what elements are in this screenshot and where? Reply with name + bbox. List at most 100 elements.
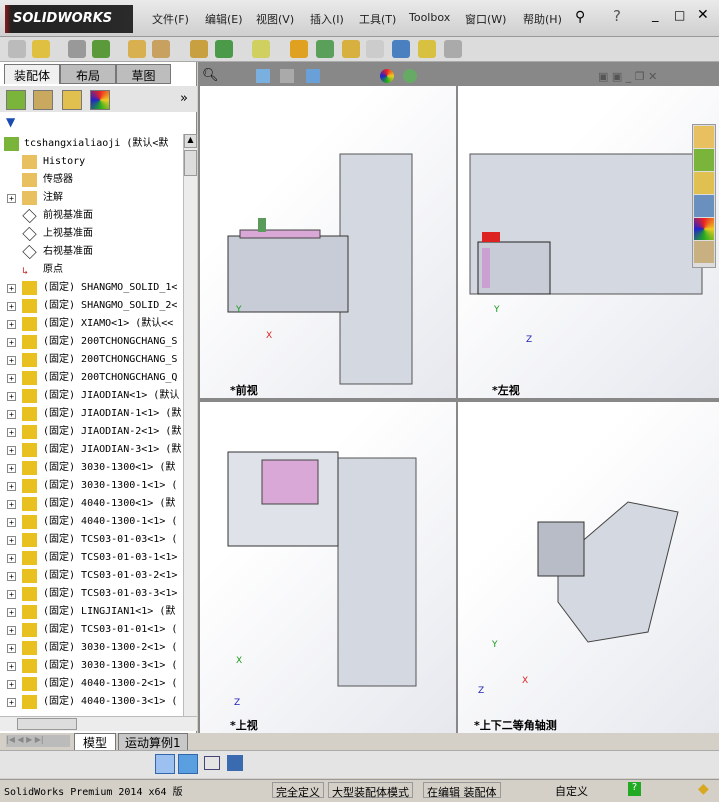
- viewport-front[interactable]: Y X *前视: [200, 86, 456, 398]
- tree-item-label: (固定) SHANGMO_SOLID_2<: [43, 300, 178, 311]
- expand-button[interactable]: +: [7, 608, 16, 617]
- tag-icon[interactable]: ◆: [698, 781, 709, 797]
- viewport-isometric[interactable]: Y X Z *上下二等角轴测: [458, 402, 719, 734]
- tab-assembly[interactable]: 装配体: [4, 64, 60, 84]
- explode-line-icon[interactable]: [366, 40, 384, 58]
- expand-button[interactable]: +: [7, 518, 16, 527]
- file-explorer-icon[interactable]: [694, 172, 714, 194]
- tree-horizontal-scrollbar[interactable]: [0, 716, 197, 731]
- smart-fasteners-icon[interactable]: [128, 40, 146, 58]
- new-part-icon[interactable]: [8, 40, 26, 58]
- expand-button[interactable]: +: [7, 464, 16, 473]
- expand-button[interactable]: +: [7, 446, 16, 455]
- solidworks-logo[interactable]: SOLIDWORKS: [5, 5, 133, 33]
- table-icon[interactable]: [204, 756, 220, 770]
- interference-icon[interactable]: [392, 40, 410, 58]
- expand-button[interactable]: +: [7, 482, 16, 491]
- expand-button[interactable]: +: [7, 356, 16, 365]
- view-palette-icon[interactable]: [694, 195, 714, 217]
- part-icon: [22, 461, 37, 475]
- expand-button[interactable]: +: [7, 662, 16, 671]
- part-icon: [22, 533, 37, 547]
- pattern-icon[interactable]: [92, 40, 110, 58]
- expand-button[interactable]: +: [7, 338, 16, 347]
- menu-tools[interactable]: 工具(T): [359, 13, 397, 26]
- pin-icon[interactable]: ⚲: [575, 9, 586, 25]
- zoom-to-fit-icon[interactable]: 🔍︎: [202, 68, 219, 83]
- expand-button[interactable]: +: [7, 590, 16, 599]
- section-view-icon[interactable]: [256, 69, 270, 83]
- tab-layout[interactable]: 布局: [60, 64, 116, 84]
- viewport-left[interactable]: Y Z *左视 ▣ ▣ _ ❐ ✕: [458, 70, 719, 398]
- expand-button[interactable]: +: [7, 284, 16, 293]
- save-view-icon[interactable]: [227, 755, 243, 771]
- expand-button[interactable]: +: [7, 428, 16, 437]
- help-button[interactable]: ?: [613, 7, 621, 25]
- edit-appearance-icon[interactable]: [380, 69, 394, 83]
- scrollbar-thumb[interactable]: [184, 150, 197, 176]
- tab-scroll-buttons[interactable]: |◀ ◀ ▶ ▶|: [6, 735, 70, 747]
- appearances-icon[interactable]: [694, 218, 714, 240]
- menu-file[interactable]: 文件(F): [152, 13, 189, 26]
- expand-button[interactable]: +: [7, 644, 16, 653]
- help-icon[interactable]: ?: [628, 782, 641, 796]
- shaded-view-icon[interactable]: [178, 754, 198, 774]
- instant3d-icon[interactable]: [444, 40, 462, 58]
- units-selector[interactable]: 自定义: [555, 785, 588, 798]
- show-hidden-icon[interactable]: [190, 40, 208, 58]
- display-style-icon[interactable]: [306, 69, 320, 83]
- exploded-view-icon[interactable]: [342, 40, 360, 58]
- hscroll-thumb[interactable]: [17, 718, 77, 730]
- expand-button[interactable]: +: [7, 572, 16, 581]
- home-icon[interactable]: [694, 126, 714, 148]
- menu-help[interactable]: 帮助(H): [523, 13, 562, 26]
- assembly-features-icon[interactable]: [215, 40, 233, 58]
- expand-button[interactable]: +: [7, 554, 16, 563]
- reference-geometry-icon[interactable]: [252, 40, 270, 58]
- apply-scene-icon[interactable]: [403, 69, 417, 83]
- new-motion-study-icon[interactable]: [290, 40, 308, 58]
- more-tabs-button[interactable]: »: [180, 91, 188, 106]
- expand-button[interactable]: +: [7, 626, 16, 635]
- bom-icon[interactable]: [316, 40, 334, 58]
- expand-button[interactable]: +: [7, 410, 16, 419]
- menu-toolbox[interactable]: Toolbox: [409, 11, 451, 24]
- expand-button[interactable]: +: [7, 680, 16, 689]
- left-view-model: [469, 153, 703, 295]
- mate-icon[interactable]: [68, 40, 86, 58]
- menu-insert[interactable]: 插入(I): [310, 13, 344, 26]
- minimize-button[interactable]: _: [652, 8, 659, 23]
- viewport-top[interactable]: X Z *上视: [200, 402, 456, 734]
- tree-vertical-scrollbar[interactable]: ▲: [183, 134, 197, 716]
- view-orientation-icon[interactable]: [280, 69, 294, 83]
- featuremanager-tab-icon[interactable]: [6, 90, 26, 110]
- xy-view-icon[interactable]: [155, 754, 175, 774]
- configurationmanager-tab-icon[interactable]: [62, 90, 82, 110]
- insert-component-icon[interactable]: [32, 40, 50, 58]
- viewport-window-controls[interactable]: ▣ ▣ _ ❐ ✕: [598, 70, 658, 83]
- close-button[interactable]: ✕: [697, 7, 709, 23]
- part-icon: [22, 443, 37, 457]
- custom-properties-icon[interactable]: [694, 241, 714, 263]
- performance-icon[interactable]: [418, 40, 436, 58]
- menu-view[interactable]: 视图(V): [256, 13, 295, 26]
- move-component-icon[interactable]: [152, 40, 170, 58]
- propertymanager-tab-icon[interactable]: [33, 90, 53, 110]
- restore-button[interactable]: □: [674, 8, 686, 22]
- displaymanager-tab-icon[interactable]: [90, 90, 110, 110]
- menu-window[interactable]: 窗口(W): [465, 13, 507, 26]
- expand-button[interactable]: +: [7, 392, 16, 401]
- tab-model[interactable]: 模型: [74, 733, 117, 752]
- expand-button[interactable]: +: [7, 302, 16, 311]
- expand-button[interactable]: +: [7, 194, 16, 203]
- part-icon: [22, 677, 37, 691]
- filter-icon[interactable]: ▼: [6, 115, 16, 129]
- expand-button[interactable]: +: [7, 536, 16, 545]
- menu-edit[interactable]: 编辑(E): [205, 13, 243, 26]
- tab-sketch[interactable]: 草图: [116, 64, 171, 84]
- expand-button[interactable]: +: [7, 374, 16, 383]
- expand-button[interactable]: +: [7, 500, 16, 509]
- design-library-icon[interactable]: [694, 149, 714, 171]
- expand-button[interactable]: +: [7, 698, 16, 707]
- expand-button[interactable]: +: [7, 320, 16, 329]
